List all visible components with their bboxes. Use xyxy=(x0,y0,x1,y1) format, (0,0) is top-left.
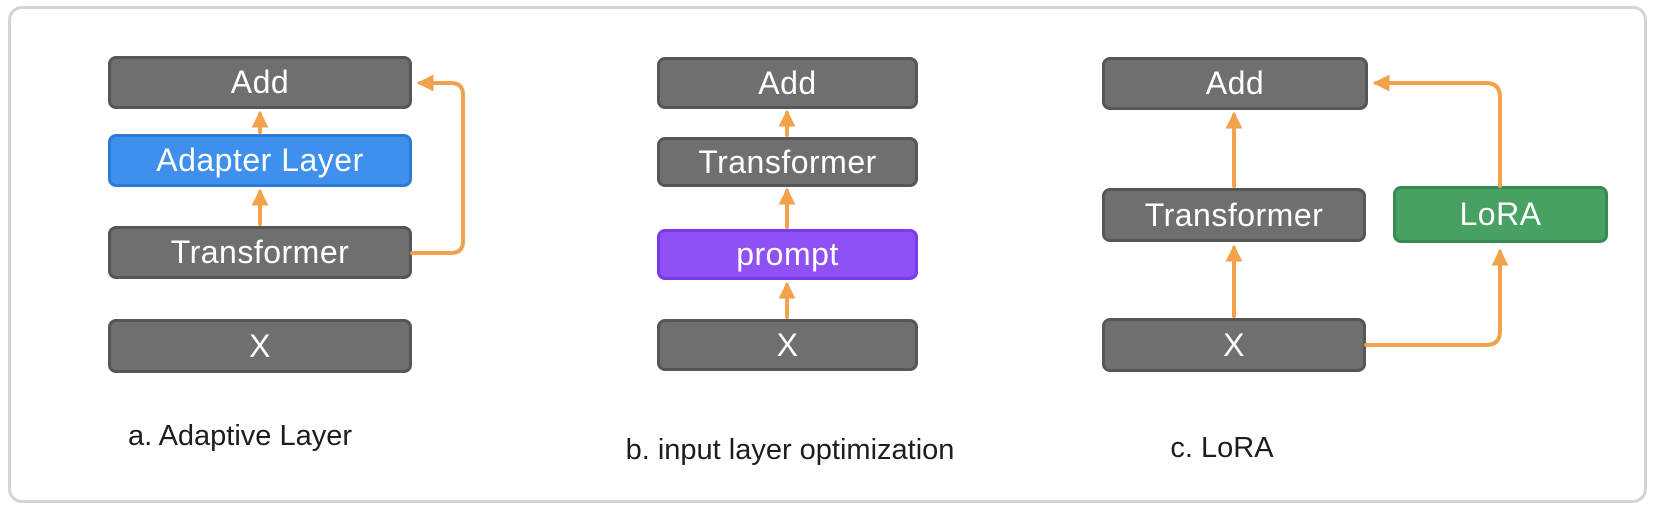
node-label: LoRA xyxy=(1459,196,1542,232)
node-label: X xyxy=(249,327,271,364)
node-label: Transformer xyxy=(698,143,877,180)
node-label: X xyxy=(1223,326,1245,363)
node-label: Add xyxy=(1205,65,1265,101)
node-label: Adapter Layer xyxy=(156,142,364,178)
node-lora-panel-c: LoRA xyxy=(1393,186,1608,243)
node-x-panel-b: X xyxy=(657,319,918,371)
caption-panel-b: b. input layer optimization xyxy=(625,434,955,466)
node-add-panel-b: Add xyxy=(657,57,918,109)
caption-panel-c: c. LoRA xyxy=(1170,432,1274,464)
node-adapter-layer-panel-a: Adapter Layer xyxy=(108,134,412,187)
node-label: X xyxy=(776,326,799,363)
node-transformer-panel-b: Transformer xyxy=(657,137,918,187)
node-transformer-panel-c: Transformer xyxy=(1102,188,1366,242)
node-label: Transformer xyxy=(170,234,350,270)
node-label: Add xyxy=(758,64,817,101)
caption-panel-a: a. Adaptive Layer xyxy=(127,420,353,452)
node-add-panel-c: Add xyxy=(1102,57,1368,110)
node-add-panel-a: Add xyxy=(108,56,412,109)
node-x-panel-a: X xyxy=(108,319,412,373)
node-label: Transformer xyxy=(1144,196,1324,233)
node-transformer-panel-a: Transformer xyxy=(108,226,412,279)
node-x-panel-c: X xyxy=(1102,318,1366,372)
node-label: Add xyxy=(230,64,290,100)
node-label: prompt xyxy=(736,236,839,272)
node-prompt-panel-b: prompt xyxy=(657,229,918,280)
